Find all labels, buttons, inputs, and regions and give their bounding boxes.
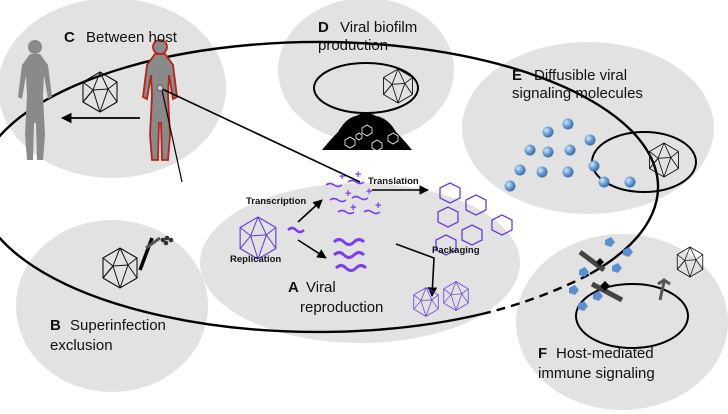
panel-a-letter: A [288,279,299,296]
panel-f-letter: F [538,345,547,362]
genome-copies [332,238,368,272]
svg-text:+: + [375,200,381,212]
panel-c-title: Between host [86,29,178,46]
label-packaging: Packaging [432,245,480,256]
panel-a-line1: Viral [306,279,336,296]
panel-e-line1: Diffusible viral [534,67,627,84]
membrane-receptor-neighbor [590,281,624,303]
panel-d-letter: D [318,19,329,36]
bubble-d [278,0,454,142]
capsid-proteins [435,182,513,256]
svg-text:+: + [366,186,372,198]
transcription-arrow [297,199,323,223]
panel-c-letter: C [64,29,75,46]
connector-c-host [159,87,361,183]
bubble-b [16,220,208,392]
biofilm-virions [344,124,399,152]
panel-e-letter: E [512,67,522,84]
receptor-b [145,235,174,250]
mrna-transcripts [325,179,381,215]
panel-d-line1: Viral biofilm [340,19,417,36]
biofilm-mound [322,113,412,150]
immune-signal-molecules [569,237,633,311]
panel-e-line2: signaling molecules [512,85,643,102]
membrane-receptor-host [578,250,606,272]
label-replication: Replication [230,254,281,265]
svg-text:+: + [350,202,356,214]
panel-f-line2: immune signaling [538,365,655,382]
host-cell-membrane [0,40,660,334]
panel-a-line2: reproduction [300,299,383,316]
neighbor-cell-f [575,283,689,349]
mrna-plus-signs: ++ ++ ++ [339,169,381,214]
bubble-f [516,234,728,410]
signaling-molecules [504,118,636,192]
replication-arrow [297,239,327,259]
panel-f-line1: Host-mediated [556,345,654,362]
label-translation: Translation [368,176,419,187]
svg-text:+: + [345,188,351,200]
svg-text:+: + [355,169,361,181]
label-transcription: Transcription [246,196,306,207]
packaging-arrow [395,243,438,297]
genome-a [287,226,305,234]
panel-b-letter: B [50,317,61,334]
immune-receptor-f [657,278,671,301]
panel-b-line2: exclusion [50,337,113,354]
infection-marker [156,84,164,92]
svg-text:+: + [339,171,345,183]
panel-b-line1: Superinfection [70,317,166,334]
panel-d-line2: production [318,37,388,54]
connector-c-cell [161,89,183,183]
